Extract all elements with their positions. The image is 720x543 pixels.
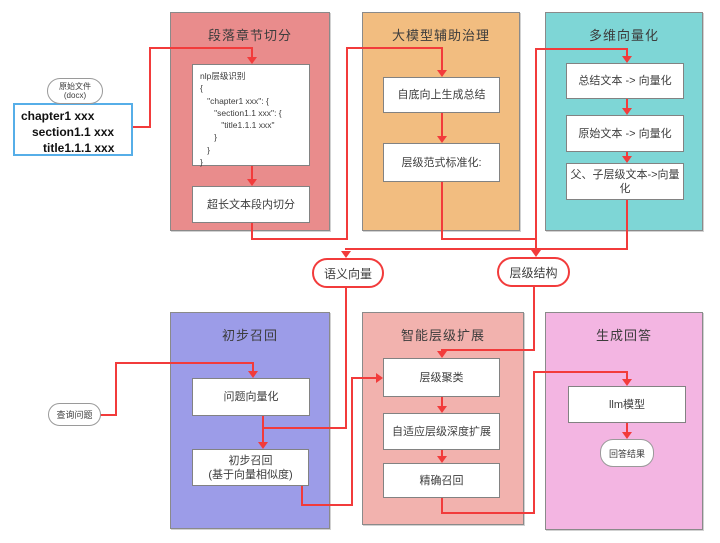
flow-line <box>115 362 254 364</box>
initial-recall-box: 初步召回 (基于向量相似度) <box>192 449 309 486</box>
long-text-split-box: 超长文本段内切分 <box>192 186 310 223</box>
stage-title: 生成回答 <box>595 328 652 343</box>
flow-line <box>346 47 348 239</box>
query-question-ellipse: 查询问题 <box>48 403 101 426</box>
flow-line <box>133 126 151 128</box>
hierarchy-normalize-box: 层级范式标准化: <box>383 143 500 182</box>
flow-line <box>251 223 253 239</box>
flow-line <box>301 486 303 506</box>
initial-recall-line1: 初步召回 <box>228 454 273 467</box>
precise-recall-box: 精确召回 <box>383 463 500 498</box>
initial-recall-line2: (基于向量相似度) <box>208 468 293 481</box>
flow-line <box>301 504 353 506</box>
arrowhead <box>622 56 632 63</box>
arrowhead <box>622 379 632 386</box>
stage-title: 段落章节切分 <box>207 28 292 43</box>
flow-line <box>345 288 347 429</box>
semantic-vector-node: 语义向量 <box>312 258 384 288</box>
arrowhead <box>341 251 351 258</box>
summary-vectorize-box: 总结文本 -> 向量化 <box>566 63 684 99</box>
nlp-hierarchy-box: nlp层级识别 { "chapter1 xxx": { "section1.1 … <box>192 64 310 167</box>
flow-line <box>626 99 628 109</box>
flow-line <box>535 239 537 251</box>
flow-line <box>251 47 253 58</box>
flow-line <box>441 47 443 71</box>
flow-line <box>441 349 535 351</box>
bottom-up-summary-box: 自底向上生成总结 <box>383 77 500 113</box>
answer-result-ellipse: 回答结果 <box>600 439 654 467</box>
flow-line <box>251 166 253 180</box>
flow-line <box>626 48 628 57</box>
arrowhead <box>622 156 632 163</box>
source-line-section: section1.1 xxx <box>32 125 115 139</box>
flow-line <box>535 48 537 240</box>
hierarchy-cluster-box: 层级聚类 <box>383 358 500 397</box>
flow-line <box>262 416 264 443</box>
flow-line <box>626 152 628 157</box>
source-line-chapter: chapter1 xxx <box>21 109 95 123</box>
flow-line <box>252 362 254 372</box>
flow-line <box>441 349 443 352</box>
flow-line <box>346 47 443 49</box>
flow-line <box>262 427 347 429</box>
flow-line <box>441 450 443 457</box>
flow-line <box>441 512 535 514</box>
flow-line <box>441 498 443 514</box>
flow-line <box>149 47 253 49</box>
arrowhead <box>248 371 258 378</box>
flow-line <box>533 371 535 514</box>
llm-model-box: llm模型 <box>568 386 686 423</box>
source-file-line1: 原始文件 <box>59 82 91 91</box>
source-file-ellipse: 原始文件 (docx) <box>47 78 103 104</box>
flow-line <box>115 362 117 416</box>
stage-title: 初步召回 <box>221 328 278 343</box>
arrowhead <box>258 442 268 449</box>
stage-title: 智能层级扩展 <box>400 328 485 343</box>
flow-line <box>533 371 628 373</box>
stage-initial-recall: 初步召回 <box>170 312 330 529</box>
source-outline-box: chapter1 xxx section1.1 xxx title1.1.1 x… <box>13 103 133 156</box>
flow-line <box>441 182 443 240</box>
arrowhead <box>437 406 447 413</box>
flow-line <box>149 47 151 128</box>
raw-vectorize-box: 原始文本 -> 向量化 <box>566 115 684 152</box>
hierarchy-structure-node: 层级结构 <box>497 257 570 287</box>
flow-line <box>441 397 443 407</box>
flow-line <box>441 113 443 137</box>
source-file-line2: (docx) <box>63 91 87 100</box>
arrowhead <box>622 432 632 439</box>
flow-line <box>345 248 628 250</box>
flow-line <box>100 414 117 416</box>
parent-child-vectorize-box: 父、子层级文本->向量化 <box>566 163 684 200</box>
adaptive-depth-box: 自适应层级深度扩展 <box>383 413 500 450</box>
arrowhead <box>247 57 257 64</box>
arrowhead <box>247 179 257 186</box>
arrowhead <box>622 108 632 115</box>
flow-line <box>351 377 353 506</box>
flow-line <box>441 238 537 240</box>
flow-line <box>251 238 348 240</box>
arrowhead <box>376 373 383 383</box>
arrowhead <box>437 136 447 143</box>
stage-title: 多维向量化 <box>588 28 659 43</box>
arrowhead <box>437 456 447 463</box>
question-vectorize-box: 问题向量化 <box>192 378 310 416</box>
flow-line <box>533 287 535 351</box>
source-line-title: title1.1.1 xxx <box>43 141 115 155</box>
arrowhead <box>437 70 447 77</box>
arrowhead <box>437 351 447 358</box>
flow-line <box>626 423 628 433</box>
flow-line <box>626 200 628 250</box>
flow-line <box>351 377 377 379</box>
stage-title: 大模型辅助治理 <box>391 28 490 43</box>
arrowhead <box>531 250 541 257</box>
flow-line <box>535 48 628 50</box>
flow-line <box>626 371 628 380</box>
